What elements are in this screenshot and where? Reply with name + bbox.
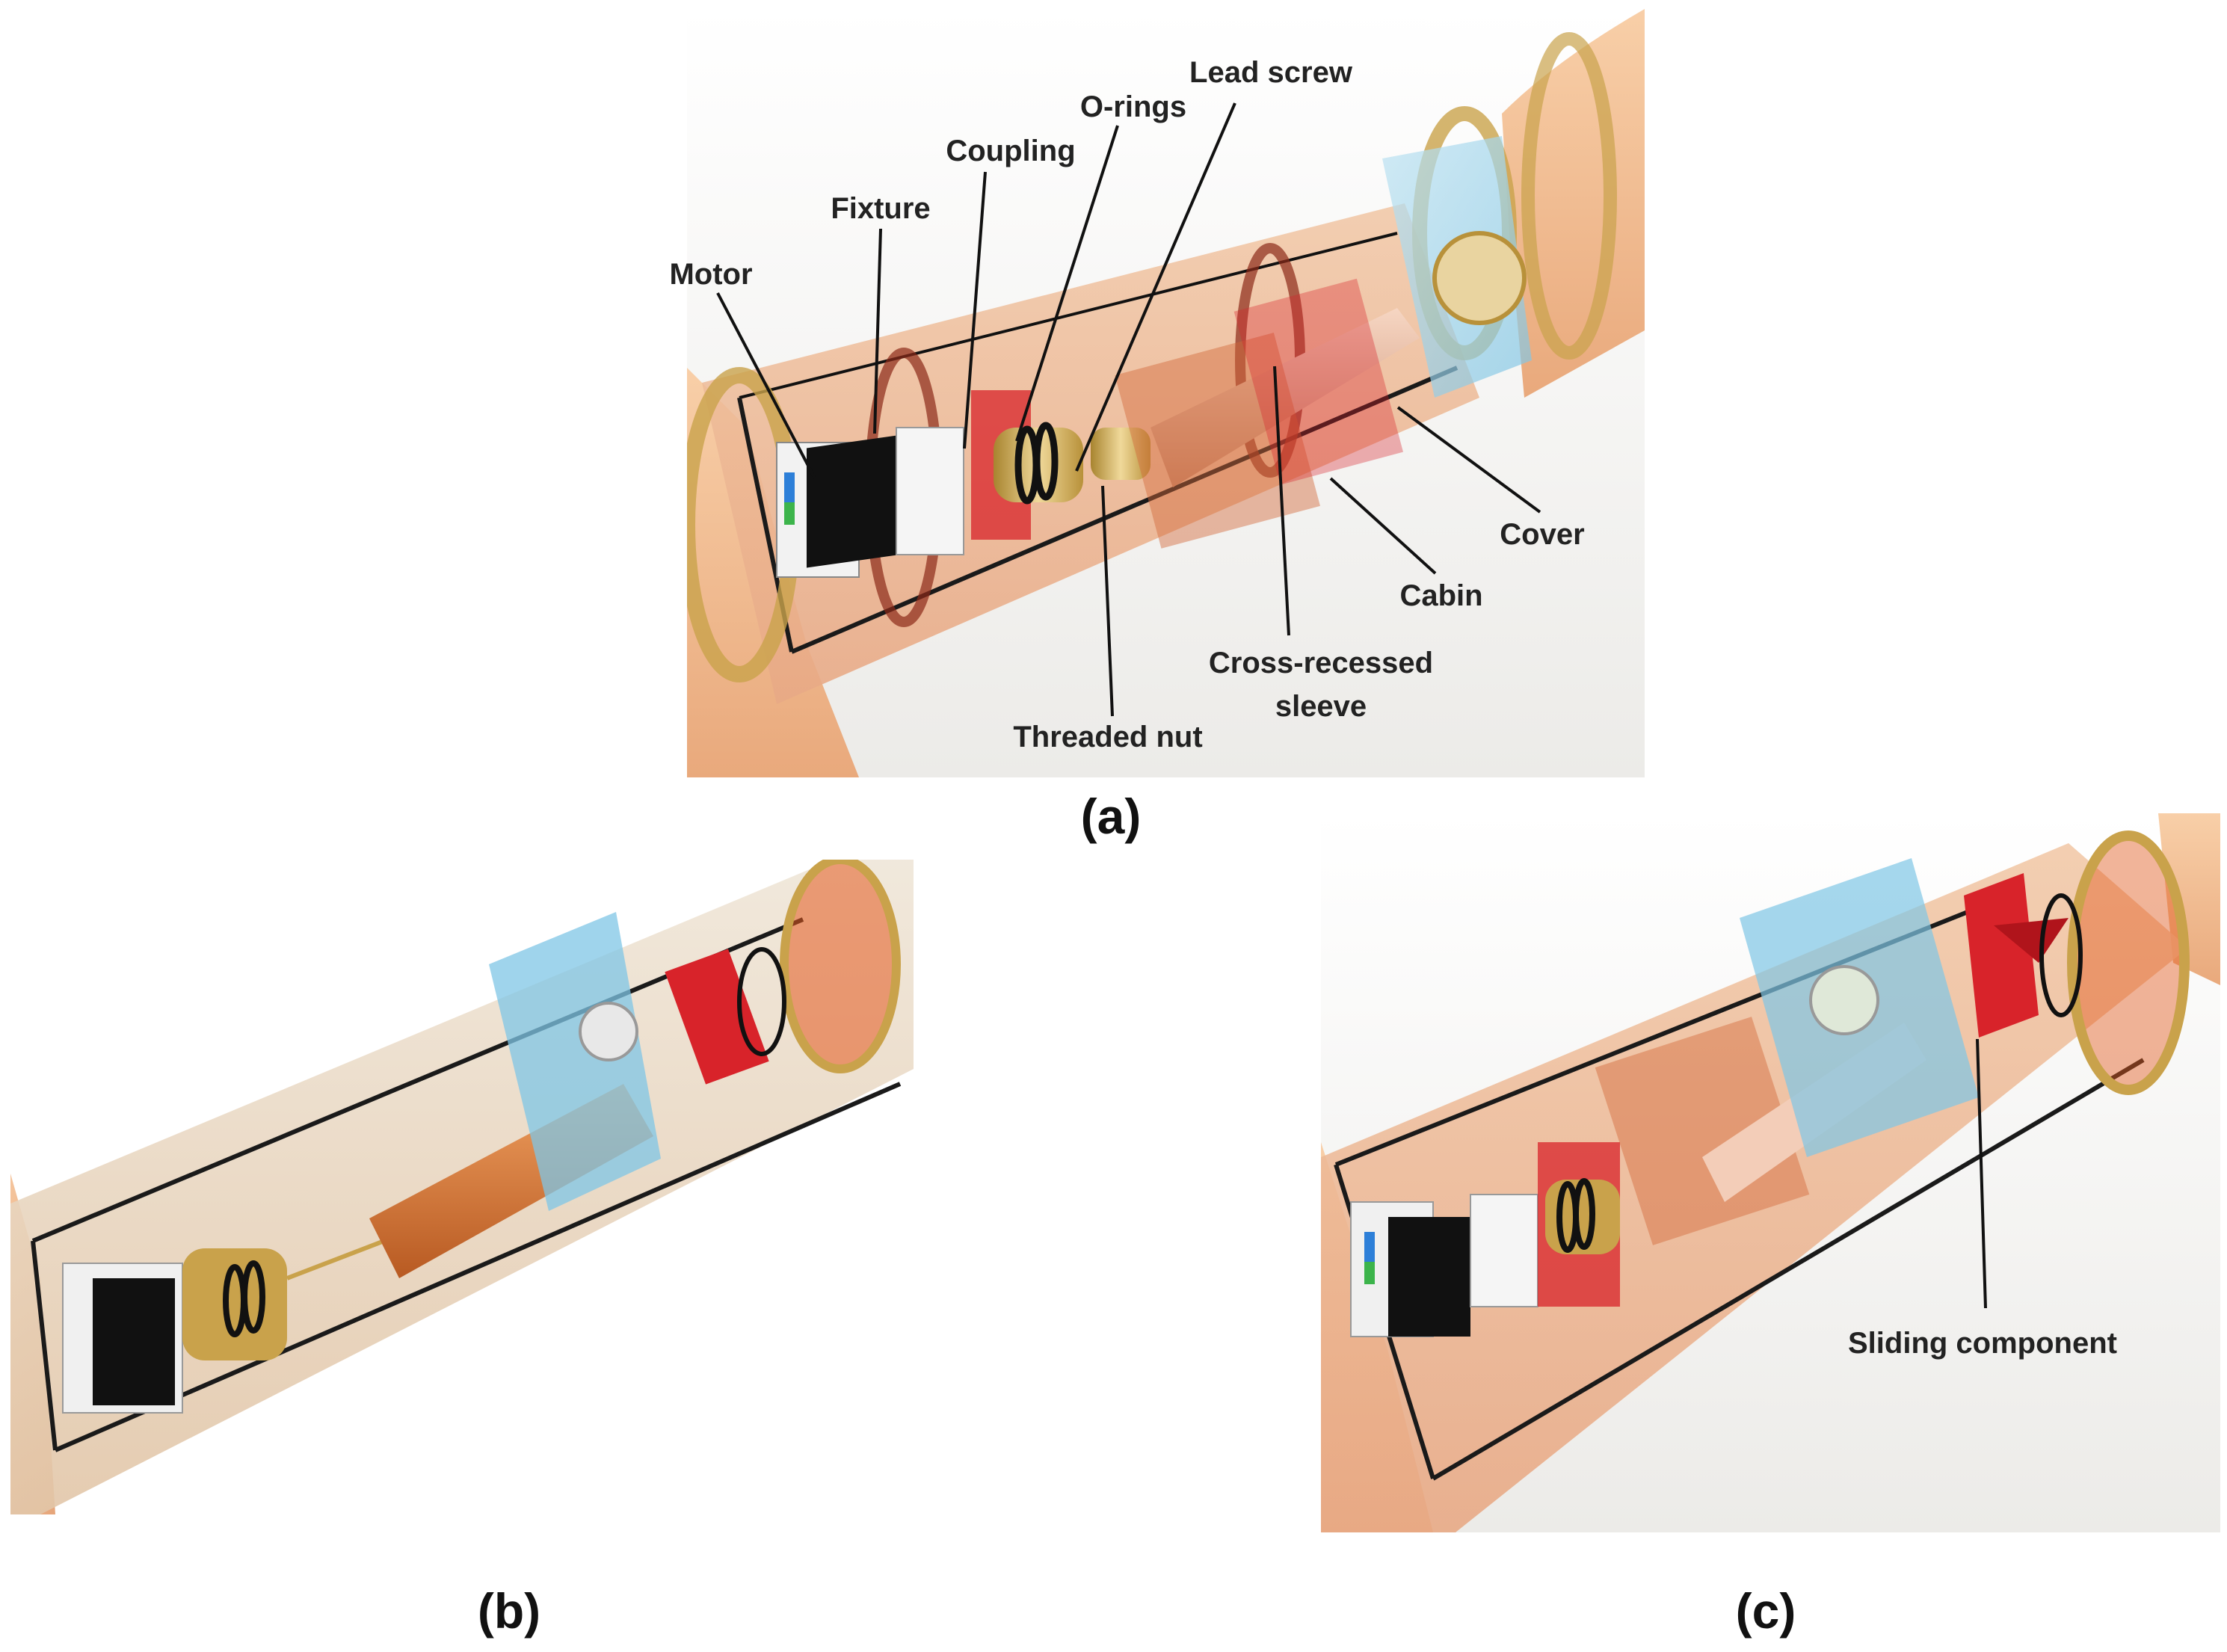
label-o-rings: O-rings <box>1080 90 1186 123</box>
label-fixture: Fixture <box>831 192 930 225</box>
caption-c: (c) <box>1736 1583 1796 1639</box>
label-motor: Motor <box>669 258 752 291</box>
panel-c-illustration <box>1321 813 2220 1532</box>
panel-b-render <box>10 860 914 1514</box>
label-coupling: Coupling <box>946 135 1075 167</box>
bellows <box>1740 858 1979 1157</box>
label-threaded-nut: Threaded nut <box>1013 721 1202 753</box>
panel-b-illustration <box>10 860 914 1514</box>
label-sliding-component: Sliding component <box>1848 1327 2117 1360</box>
coupling-assembly <box>182 1239 386 1360</box>
leader-o-rings <box>1015 125 1119 442</box>
leader-sliding-component <box>1976 1038 1987 1309</box>
caption-a: (a) <box>1081 789 1142 844</box>
coupling-assembly <box>971 390 1151 540</box>
coupling-assembly <box>1538 1142 1620 1307</box>
bellows <box>1382 136 1532 398</box>
panel-a-render <box>687 9 1645 777</box>
leader-lines-a <box>716 102 1541 717</box>
sliding-component <box>665 947 786 1085</box>
label-lead-screw: Lead screw <box>1189 56 1353 89</box>
leader-threaded-nut <box>1101 485 1114 717</box>
label-cross-recessed-line2: sleeve <box>1275 690 1367 723</box>
leader-lead-screw <box>1075 102 1236 472</box>
leader-cover <box>1396 406 1541 514</box>
label-cross-recessed-line1: Cross-recessed <box>1209 647 1433 679</box>
motor <box>62 1263 183 1414</box>
leader-motor <box>716 292 816 479</box>
panel-a-illustration <box>687 9 1645 777</box>
tube-housing <box>1321 830 2190 1532</box>
motor <box>776 427 964 578</box>
leader-fixture <box>873 228 882 434</box>
leader-coupling <box>963 171 987 449</box>
bellows <box>489 912 661 1211</box>
lead-screw <box>1115 278 1420 549</box>
label-cover: Cover <box>1500 518 1584 551</box>
sliding-component <box>1964 873 2083 1038</box>
label-cabin: Cabin <box>1399 579 1482 612</box>
leader-cross-recessed-sleeve <box>1273 366 1290 636</box>
leader-cabin <box>1329 477 1437 575</box>
panel-c-render <box>1321 813 2220 1532</box>
caption-b: (b) <box>478 1583 540 1639</box>
